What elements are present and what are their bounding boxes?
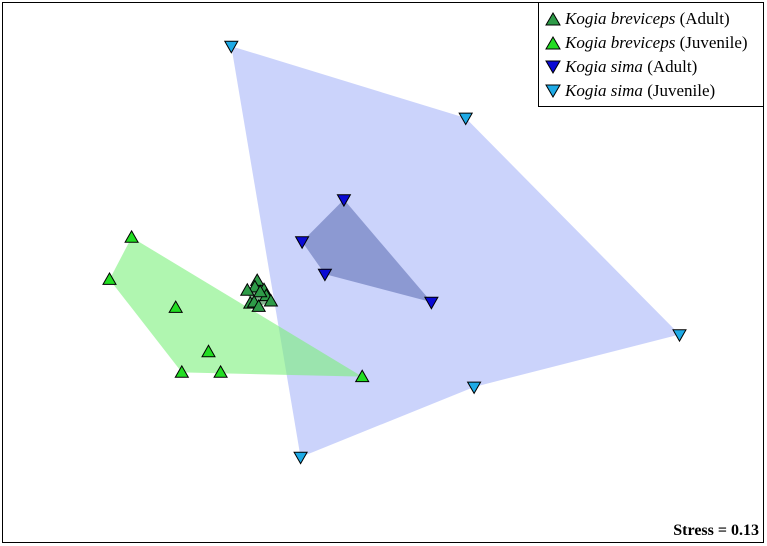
legend-marker-triangle-up-icon	[545, 12, 561, 26]
data-point-triangle-up	[201, 344, 216, 358]
legend: Kogia breviceps (Adult) Kogia breviceps …	[538, 3, 763, 107]
point-layer	[102, 40, 687, 465]
data-point-triangle-down	[293, 451, 308, 465]
data-point-triangle-up	[251, 298, 267, 312]
legend-entry: Kogia sima (Adult)	[545, 55, 763, 79]
legend-marker-triangle-down-icon	[545, 84, 561, 98]
data-point-triangle-down	[294, 236, 310, 250]
legend-entry: Kogia breviceps (Adult)	[545, 7, 763, 31]
data-point-triangle-down	[424, 296, 439, 310]
hull-kogia-sima-juvenile	[231, 46, 680, 458]
hull-layer	[109, 46, 680, 458]
legend-entry: Kogia sima (Juvenile)	[545, 79, 763, 103]
data-point-triangle-up	[354, 369, 370, 383]
data-point-triangle-down	[458, 112, 474, 126]
data-point-triangle-down	[672, 329, 687, 343]
legend-label: Kogia breviceps (Juvenile)	[565, 33, 748, 52]
data-point-triangle-up	[168, 300, 184, 313]
legend-label: Kogia breviceps (Adult)	[565, 9, 730, 28]
legend-marker-triangle-up-icon	[545, 36, 561, 50]
data-point-triangle-down	[336, 194, 352, 208]
data-point-triangle-up	[213, 364, 228, 378]
data-point-triangle-up	[124, 229, 139, 243]
hull-kogia-breviceps-juvenile	[109, 237, 363, 377]
hull-kogia-sima-adult	[302, 199, 432, 303]
legend-label: Kogia sima (Juvenile)	[565, 81, 716, 100]
data-point-triangle-up	[174, 364, 190, 378]
data-point-triangle-up	[239, 282, 255, 296]
legend-marker-triangle-down-icon	[545, 60, 561, 74]
stress-annotation: Stress = 0.13	[673, 522, 759, 539]
data-point-triangle-up	[263, 293, 279, 307]
data-point-triangle-up	[252, 284, 268, 298]
data-point-triangle-up	[102, 271, 117, 285]
legend-label: Kogia sima (Adult)	[565, 57, 698, 76]
legend-entry: Kogia breviceps (Juvenile)	[545, 31, 763, 55]
data-point-triangle-down	[466, 381, 482, 395]
data-point-triangle-down	[317, 268, 333, 282]
data-point-triangle-down	[223, 40, 239, 54]
